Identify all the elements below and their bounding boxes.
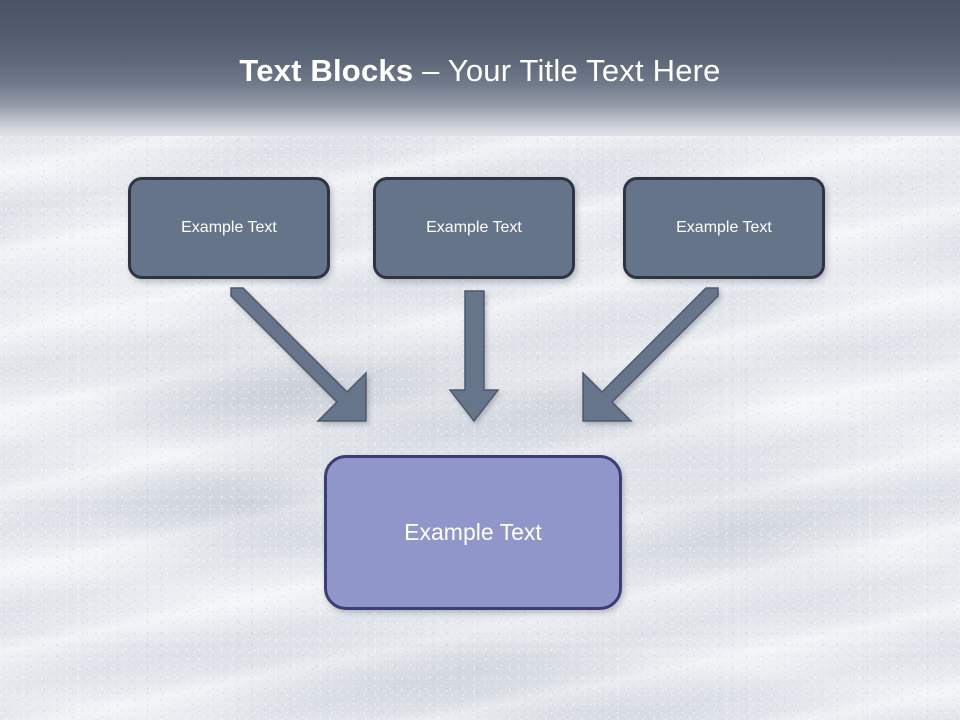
text-block-top-3[interactable]: Example Text (623, 177, 825, 279)
page-title: Text Blocks – Your Title Text Here (0, 52, 960, 90)
text-block-top-1[interactable]: Example Text (128, 177, 330, 279)
text-block-top-1-label: Example Text (181, 219, 277, 236)
page-title-bold: Text Blocks (239, 53, 414, 88)
text-block-top-2[interactable]: Example Text (373, 177, 575, 279)
title-banner (0, 0, 960, 136)
page-title-light: Your Title Text Here (447, 53, 721, 88)
text-block-top-2-label: Example Text (426, 219, 522, 236)
text-block-bottom[interactable]: Example Text (324, 455, 622, 610)
text-block-top-3-label: Example Text (676, 219, 772, 236)
page-title-dash: – (413, 53, 448, 88)
text-block-bottom-label: Example Text (404, 519, 542, 545)
